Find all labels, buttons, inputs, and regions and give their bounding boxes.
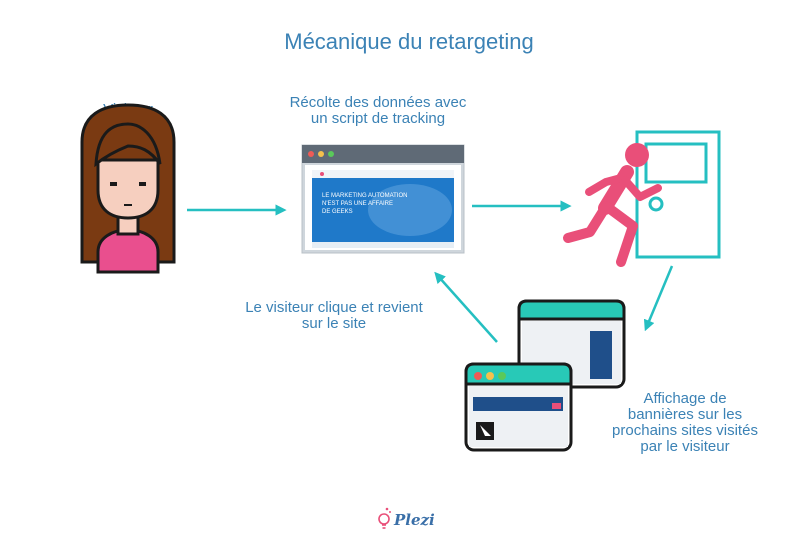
site-headline-1: LE MARKETING AUTOMATION [322,193,408,199]
arrow-banners-to-site [434,271,498,343]
click-label: Le visiteur clique et revient sur le sit… [218,300,450,332]
cursor-icon [476,422,494,440]
click-label-line2: sur le site [301,315,367,332]
site-headline-3: DE GEEKS [322,209,353,215]
display-label-line4: par le visiteur [640,438,730,455]
plezi-logo: Plezi [394,511,435,529]
collect-label-line2: un script de tracking [310,110,446,127]
browser-window-icon [301,144,465,254]
runner-exit-icon [563,143,662,267]
collect-label: Récolte des données avec un script de tr… [258,95,498,127]
visitor-avatar-icon [80,103,176,274]
page-title: Mécanique du retargeting [284,29,534,54]
lightbulb-icon [378,507,391,529]
arrow-exit-to-banners [643,265,674,332]
collect-label-line1: Récolte des données avec [289,94,467,111]
site-logo-dot [320,172,324,176]
display-label-line2: bannières sur les [627,406,743,423]
display-label-line3: prochains sites visités [612,422,758,439]
display-label: Affichage de bannières sur les prochains… [590,391,780,455]
display-label-line1: Affichage de [643,390,727,407]
site-headline-2: N'EST PAS UNE AFFAIRE [322,201,393,207]
click-label-line1: Le visiteur clique et revient [245,299,423,316]
